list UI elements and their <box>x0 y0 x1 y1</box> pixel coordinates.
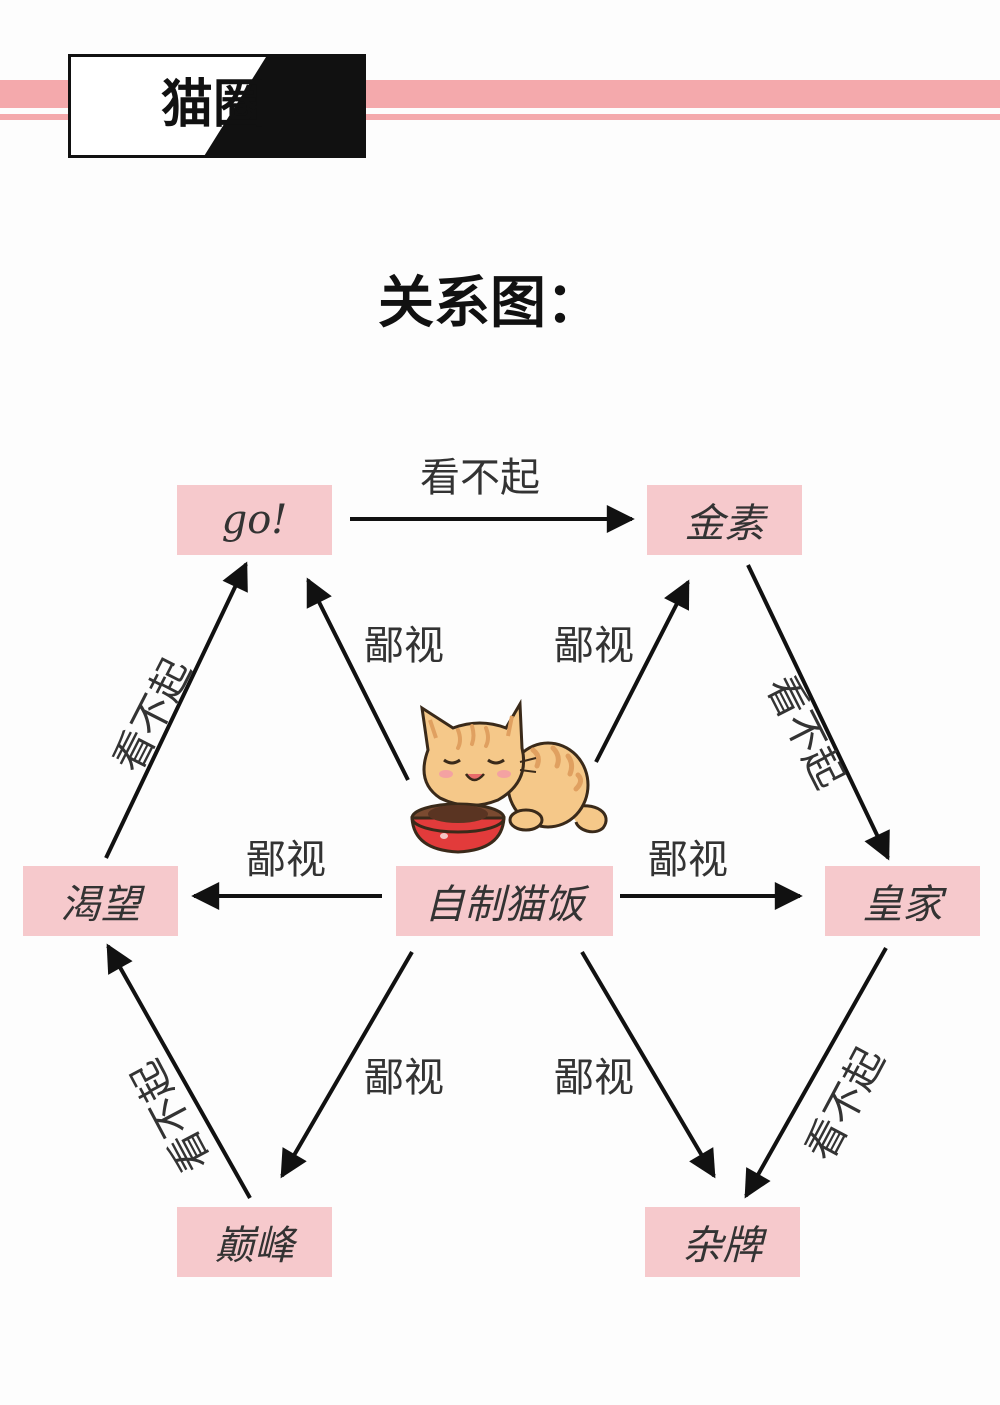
node-dianfeng: 巅峰 <box>177 1207 332 1277</box>
edge-label-zizhi-to-huangjia: 鄙视 <box>648 837 728 883</box>
edge-label-go-to-jinsu: 看不起 <box>420 455 540 501</box>
diagram-title: 关系图： <box>378 271 602 336</box>
arrow-kewang-to-go <box>104 561 248 859</box>
header-box: 猫圈 <box>68 54 366 158</box>
arrow-zizhi-to-jinsu <box>594 579 690 763</box>
edge-label-zizhi-to-zapai: 鄙视 <box>554 1055 634 1101</box>
arrow-huangjia-to-zapai <box>744 947 888 1199</box>
header-stripe-thin <box>0 114 1000 120</box>
arrow-jinsu-to-huangjia <box>746 564 890 861</box>
node-zapai: 杂牌 <box>645 1207 800 1277</box>
node-zizhi: 自制猫饭 <box>396 866 613 936</box>
node-jinsu: 金素 <box>647 485 802 555</box>
cat-eating-icon <box>410 698 608 854</box>
header-title: 猫圈 <box>161 75 266 135</box>
edge-label-zizhi-to-kewang: 鄙视 <box>246 837 326 883</box>
node-kewang: 渴望 <box>23 866 178 936</box>
edge-label-zizhi-to-dianfeng: 鄙视 <box>364 1055 444 1101</box>
arrow-zizhi-to-dianfeng <box>280 950 414 1179</box>
arrow-dianfeng-to-kewang <box>106 943 252 1199</box>
header-black-triangle <box>204 57 363 155</box>
edge-label-zizhi-to-go: 鄙视 <box>364 623 444 669</box>
node-huangjia: 皇家 <box>825 866 980 936</box>
node-go: go! <box>177 485 332 555</box>
arrow-zizhi-to-zapai <box>580 950 716 1179</box>
arrow-zizhi-to-go <box>306 577 410 781</box>
edge-label-zizhi-to-jinsu: 鄙视 <box>554 623 634 669</box>
